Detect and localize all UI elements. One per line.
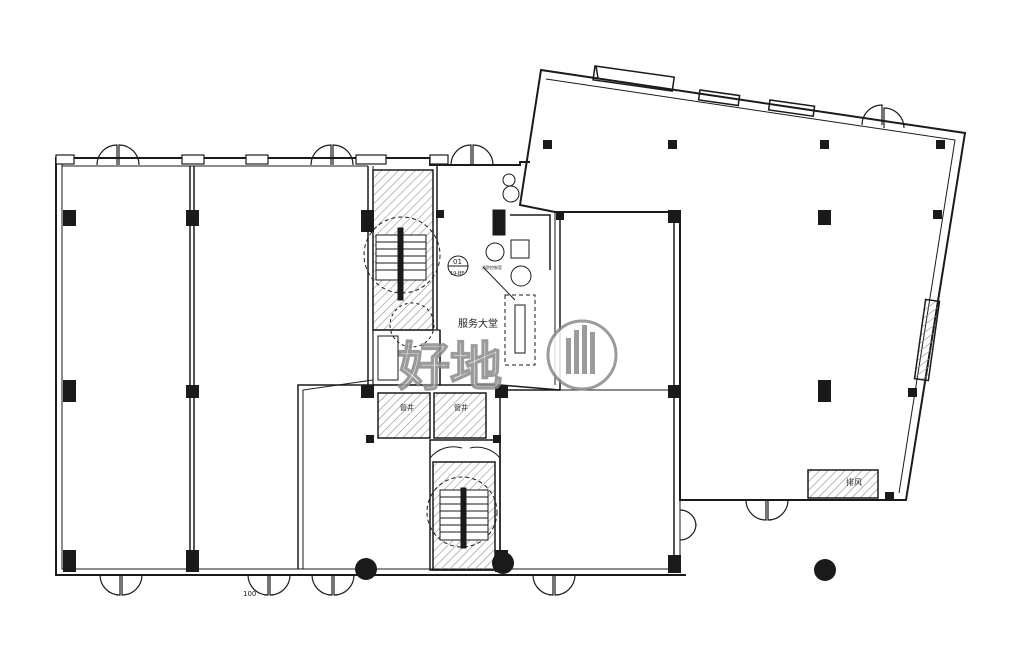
lobby-fixtures [447,173,536,366]
room-label-shaft-left: 管井 [400,403,414,412]
room-label-service-hall: 服务大堂 [458,317,498,330]
room-label-exhaust: 排风 [846,477,862,487]
index-marker-top: 01 [453,258,462,266]
stair-upper [363,216,441,348]
room-label-note: 消防控制室 [482,264,502,270]
room-label-shaft-right: 管井 [454,403,468,412]
structural-columns [63,140,945,581]
dimension-label: 100 [243,590,256,598]
watermark-text: 好地 [397,338,502,398]
windows [55,154,449,165]
outer-wall-east-block [518,68,967,501]
index-marker-bottom: 19-BF [450,271,464,277]
interior-walls [189,166,681,571]
doors [96,104,905,596]
watermark: 好地 [396,319,618,399]
stair-lower [426,446,501,549]
